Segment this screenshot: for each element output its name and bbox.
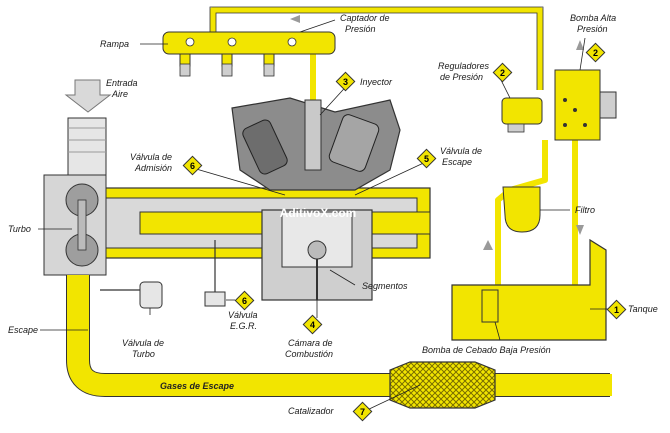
- label-escape: Escape: [8, 325, 38, 335]
- svg-text:2: 2: [593, 48, 598, 58]
- egr-valve: [204, 240, 226, 307]
- marker-inyector: 3: [335, 71, 356, 92]
- label-captador-2: Presión: [345, 24, 376, 34]
- intake-manifold: [59, 187, 431, 259]
- label-bomba-cebado: Bomba de Cebado Baja Presión: [422, 345, 551, 355]
- marker-reguladores: 2: [492, 62, 513, 83]
- label-valvula-admision-2: Admisión: [134, 163, 172, 173]
- air-intake: [64, 79, 112, 189]
- marker-valvula-admision: 6: [182, 155, 203, 176]
- label-valvula-escape-2: Escape: [442, 157, 472, 167]
- label-bomba-alta-2: Presión: [577, 24, 608, 34]
- label-valvula-egr-1: Válvula: [228, 310, 258, 320]
- catalytic-converter: [389, 361, 496, 409]
- turbo-valve: [100, 281, 163, 309]
- label-valvula-escape-1: Válvula de: [440, 146, 482, 156]
- label-captador-1: Captador de: [340, 13, 390, 23]
- svg-text:4: 4: [310, 320, 315, 330]
- label-catalizador: Catalizador: [288, 406, 335, 416]
- marker-tanque: 1: [606, 299, 627, 320]
- label-turbo: Turbo: [8, 224, 31, 234]
- svg-text:6: 6: [242, 296, 247, 306]
- label-gases-escape: Gases de Escape: [160, 381, 234, 391]
- fuel-filter: [502, 186, 541, 233]
- turbocharger: [43, 174, 107, 276]
- label-filtro: Filtro: [575, 205, 595, 215]
- label-camara-2: Combustión: [285, 349, 333, 359]
- fuel-tank: [451, 238, 607, 341]
- watermark: AditivoX.com: [280, 206, 357, 220]
- svg-text:5: 5: [424, 154, 429, 164]
- engine: [231, 97, 401, 301]
- exhaust-pipe: [66, 275, 612, 397]
- svg-text:6: 6: [190, 161, 195, 171]
- svg-text:7: 7: [360, 407, 365, 417]
- label-tanque: Tanque: [628, 304, 658, 314]
- marker-valvula-escape: 5: [416, 148, 437, 169]
- high-pressure-pump: [554, 69, 617, 141]
- pressure-regulator: [501, 97, 543, 133]
- label-reguladores-1: Reguladores: [438, 61, 490, 71]
- label-segmentos: Segmentos: [362, 281, 408, 291]
- marker-camara: 4: [302, 314, 323, 335]
- fuel-rail: [162, 31, 336, 77]
- marker-valvula-egr: 6: [234, 290, 255, 311]
- svg-text:2: 2: [500, 68, 505, 78]
- svg-text:3: 3: [343, 77, 348, 87]
- label-entrada-aire-2: Aire: [111, 89, 128, 99]
- svg-text:1: 1: [614, 305, 619, 315]
- label-entrada-aire-1: Entrada: [106, 78, 138, 88]
- label-inyector: Inyector: [360, 77, 393, 87]
- label-camara-1: Cámara de: [288, 338, 333, 348]
- label-rampa: Rampa: [100, 39, 129, 49]
- label-valvula-turbo-2: Turbo: [132, 349, 155, 359]
- label-valvula-egr-2: E.G.R.: [230, 321, 257, 331]
- label-reguladores-2: de Presión: [440, 72, 483, 82]
- label-valvula-turbo-1: Válvula de: [122, 338, 164, 348]
- label-bomba-alta-1: Bomba Alta: [570, 13, 616, 23]
- marker-bomba-alta: 2: [585, 42, 606, 63]
- label-valvula-admision-1: Válvula de: [130, 152, 172, 162]
- marker-catalizador: 7: [352, 401, 373, 422]
- rail-feed-line: [210, 7, 543, 90]
